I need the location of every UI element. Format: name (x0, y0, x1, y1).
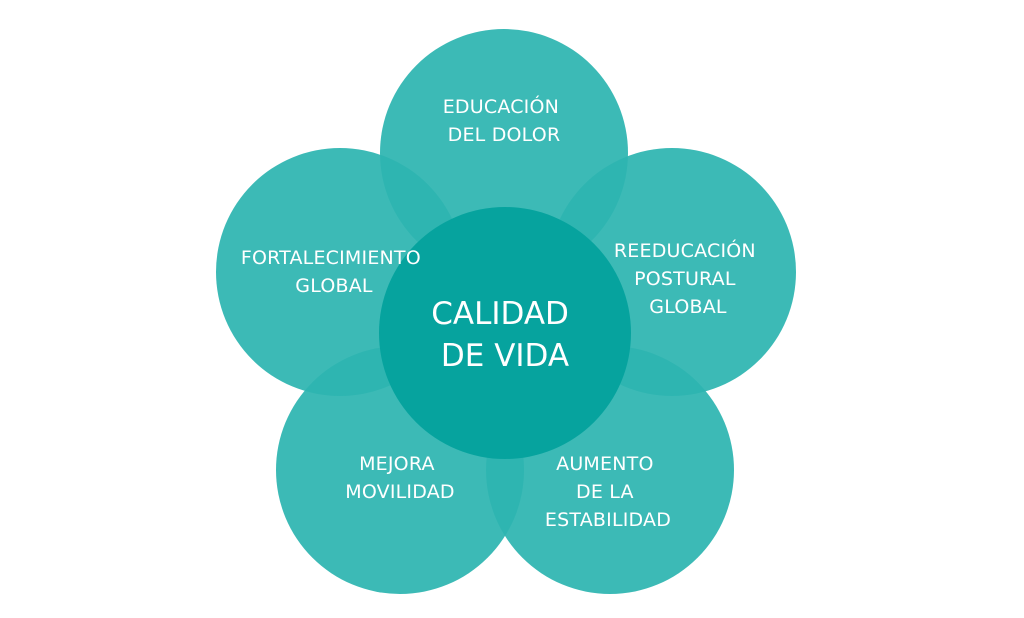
petal-reeducacion-line-3: GLOBAL (649, 296, 727, 318)
petal-educacion-label: EDUCACIÓN DEL DOLOR (443, 94, 566, 146)
center-line-1: CALIDAD (431, 296, 569, 332)
center-line-2: DE VIDA (441, 338, 569, 374)
petal-aumento-line-3: ESTABILIDAD (545, 509, 671, 531)
petal-fortalecimiento-label: FORTALECIMIENTO GLOBAL (241, 247, 427, 297)
petal-fortalecimiento-line-2: GLOBAL (295, 275, 373, 297)
petal-mejora-line-2: MOVILIDAD (345, 481, 455, 503)
petal-reeducacion-line-1: REEDUCACIÓN (614, 238, 756, 262)
petal-aumento-line-1: AUMENTO (556, 453, 653, 475)
petal-fortalecimiento-line-1: FORTALECIMIENTO (241, 247, 421, 269)
petal-mejora-line-1: MEJORA (359, 453, 435, 475)
center-label: CALIDAD DE VIDA (431, 296, 579, 374)
petal-educacion-line-2: DEL DOLOR (448, 124, 561, 146)
petal-mejora-label: MEJORA MOVILIDAD (345, 453, 455, 503)
petal-aumento-label: AUMENTO DE LA ESTABILIDAD (545, 453, 671, 531)
petal-reeducacion-label: REEDUCACIÓN POSTURAL GLOBAL (614, 238, 762, 318)
petal-educacion-line-1: EDUCACIÓN (443, 94, 559, 118)
petal-reeducacion-line-2: POSTURAL (634, 268, 736, 290)
petal-aumento-line-2: DE LA (576, 481, 634, 503)
center-circle (379, 207, 631, 459)
